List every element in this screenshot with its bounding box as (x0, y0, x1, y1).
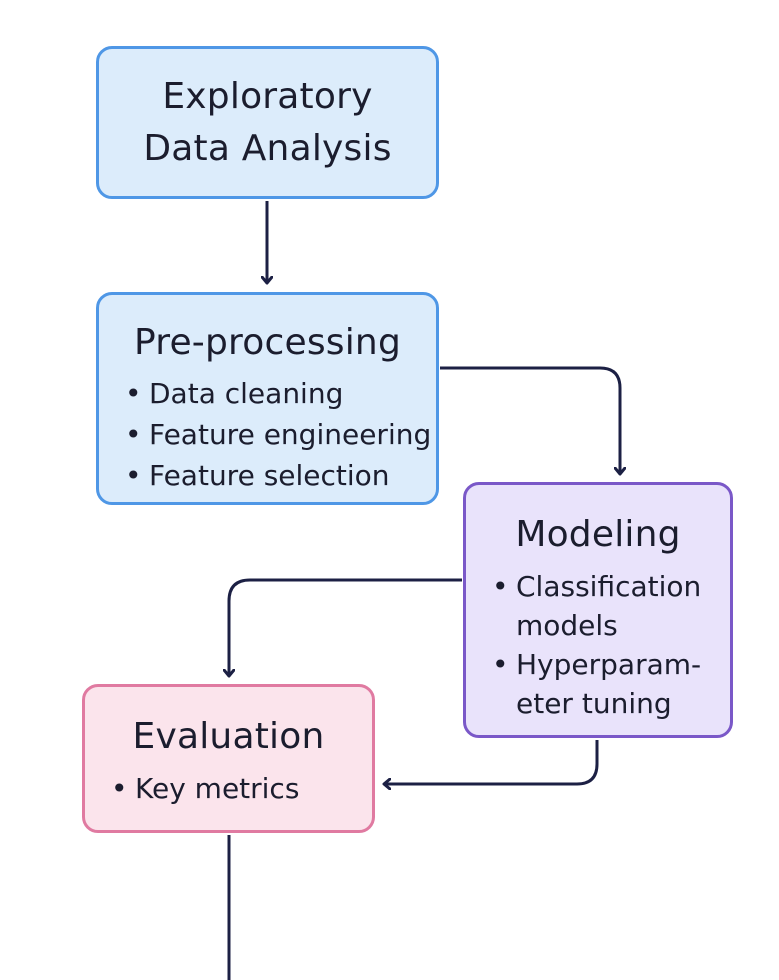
edge-modeling-to-evaluation-top (229, 578, 462, 676)
node-item-list: Classification models Hyperparam-eter tu… (486, 567, 730, 723)
node-title: Exploratory Data Analysis (143, 71, 391, 175)
list-item: Data cleaning (119, 373, 436, 414)
node-title-line: Data Analysis (143, 127, 392, 169)
edge-modeling-to-evaluation-side (384, 740, 599, 784)
list-item: Feature selection (119, 455, 436, 496)
node-title: Modeling (515, 514, 681, 555)
node-modeling: Modeling Classification models Hyperpara… (463, 482, 733, 738)
node-evaluation: Evaluation Key metrics (82, 684, 375, 833)
list-item: Feature engineering (119, 414, 436, 455)
node-exploratory-data-analysis: Exploratory Data Analysis (96, 46, 439, 199)
node-title: Evaluation (132, 716, 325, 757)
node-title: Pre-processing (133, 322, 402, 363)
list-item: Classification models (486, 567, 716, 645)
node-item-list: Data cleaning Feature engineering Featur… (119, 373, 436, 496)
edge-preprocessing-to-modeling (440, 366, 620, 474)
node-item-list: Key metrics (105, 769, 372, 809)
list-item: Hyperparam-eter tuning (486, 645, 716, 723)
node-title-line: Exploratory (162, 75, 373, 117)
list-item: Key metrics (105, 769, 372, 809)
node-pre-processing: Pre-processing Data cleaning Feature eng… (96, 292, 439, 505)
